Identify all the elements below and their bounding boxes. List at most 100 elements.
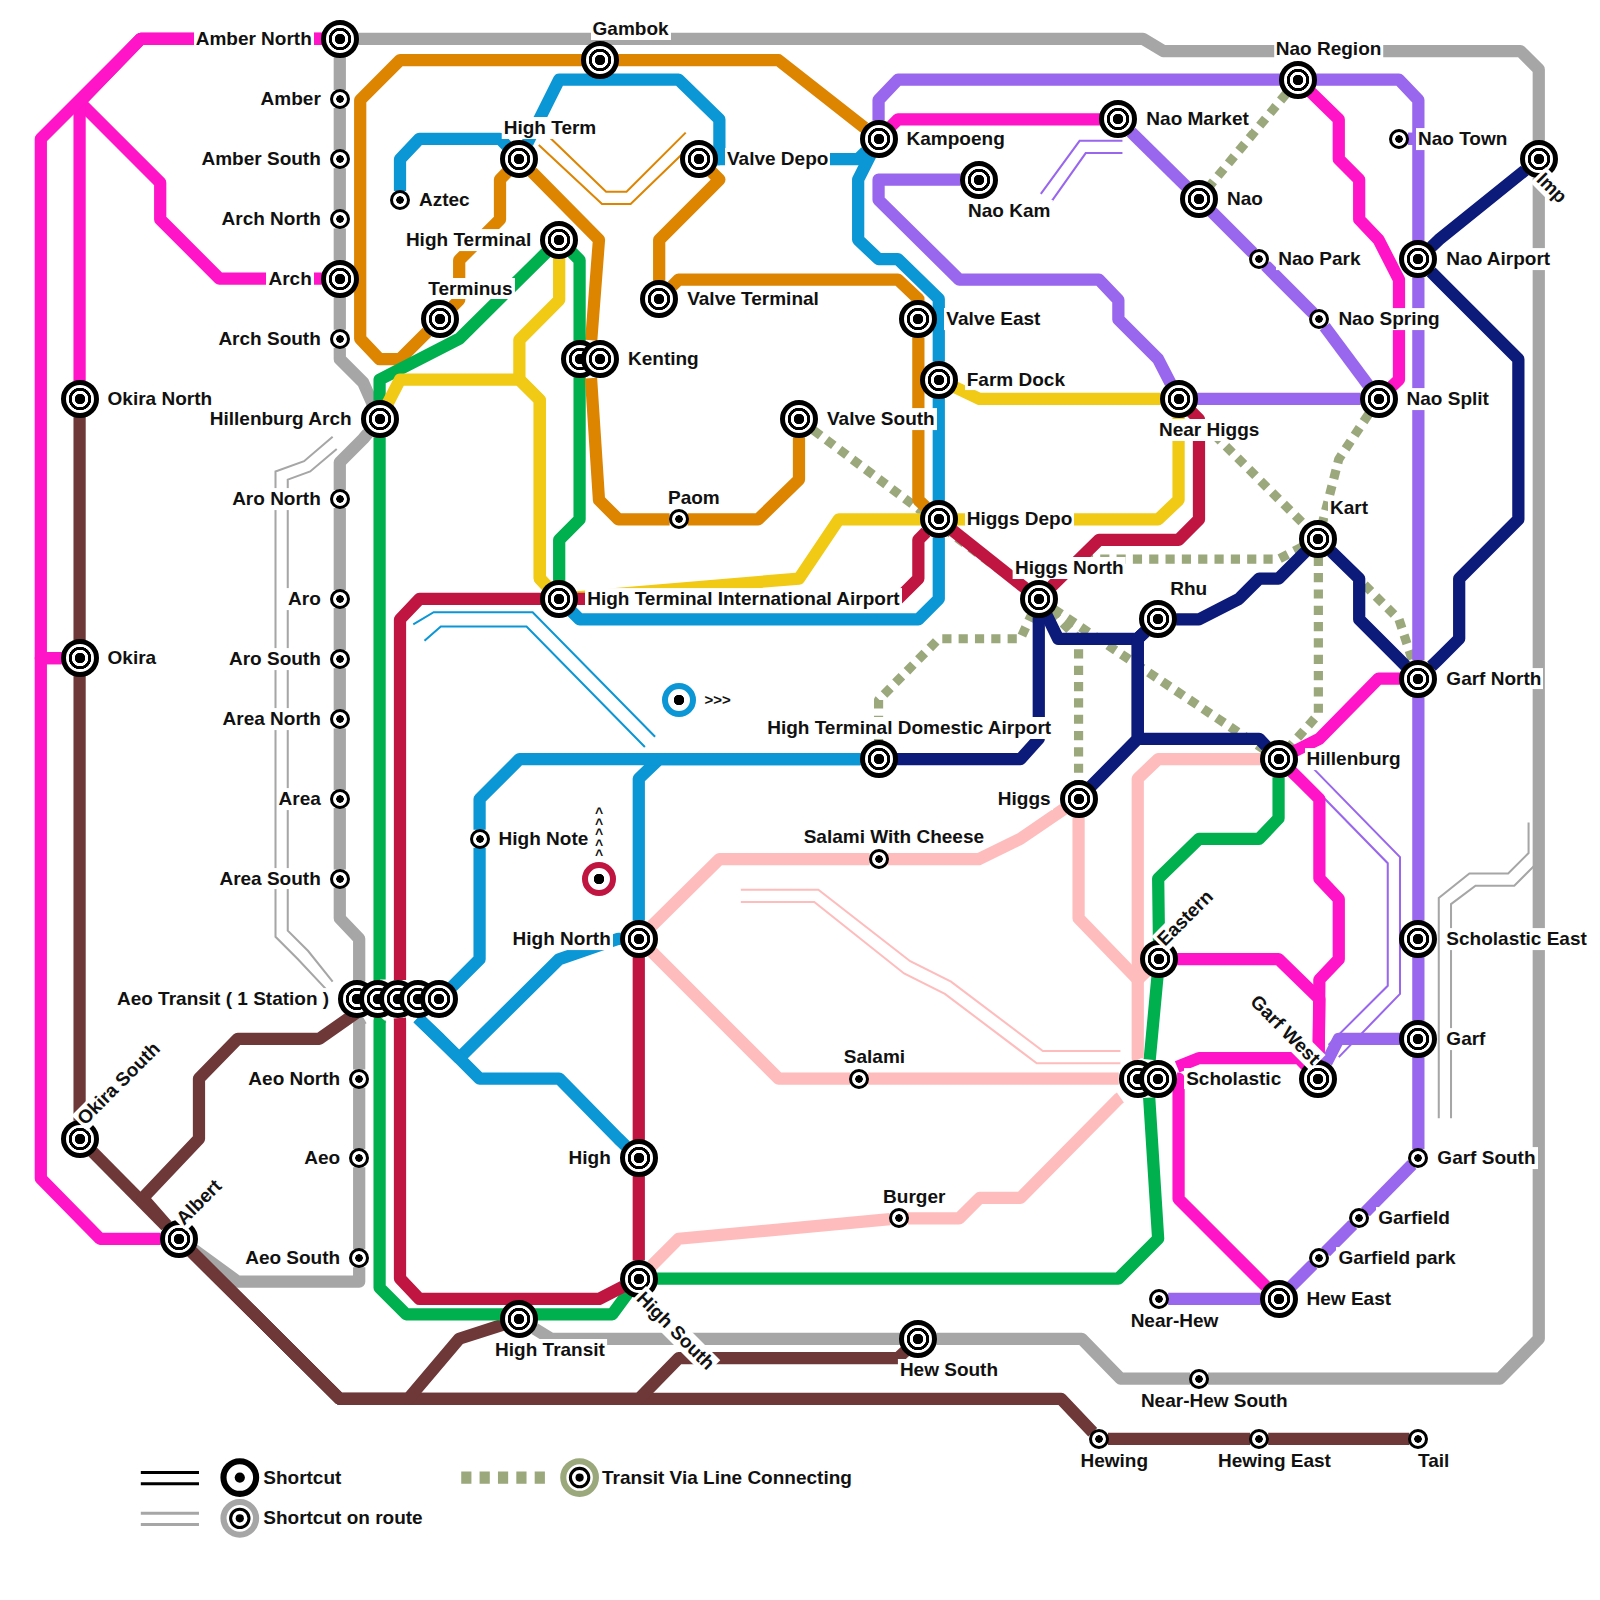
station: Valve East [899,300,937,338]
shortcut-line [741,902,1121,1063]
station-ring [581,41,619,79]
station-ring [61,380,99,418]
station-ring [330,789,350,809]
station-ring [540,221,578,259]
station-ring [321,260,359,298]
route-line [1177,1079,1266,1287]
station-ring [1360,380,1398,418]
station-name: Hillenburg Arch [208,408,354,430]
station-name: Scholastic East [1444,928,1588,950]
legend-sample-ring [223,1461,256,1494]
legend-sample-ring [563,1461,596,1494]
route-line [1412,1057,1424,1149]
shortcut-line [741,890,1121,1051]
station: Aztec [390,190,410,210]
station: ^^^^^ [582,862,616,896]
station: Higgs [1060,780,1098,818]
station-ring [1249,249,1269,269]
route-line [652,859,870,926]
station: Aeo [349,1148,369,1168]
station-ring [470,829,490,849]
station-name: Aeo [302,1147,342,1169]
route-line [1291,1264,1313,1286]
station-name: Okira South [72,1037,166,1131]
station-name: Garfield park [1336,1247,1457,1269]
station-ring [330,589,350,609]
station: Aro South [330,649,350,669]
station-name: Nao Kam [966,200,1052,222]
station-ring [540,580,578,618]
station-name: Hew South [898,1359,1000,1381]
station-ring [500,1300,538,1338]
station-name: Near Higgs [1157,419,1261,441]
route-line [1325,327,1368,385]
station-name: Nao Market [1144,108,1250,130]
legend-sample-ring [570,1468,588,1486]
station-ring [780,400,818,438]
station-ring [1089,1429,1109,1449]
station-ring [1408,1429,1428,1449]
station: Higgs North [1020,580,1058,618]
station-ring [960,161,998,199]
station: Nao Split [1360,380,1398,418]
station-name: Okira [106,647,159,669]
station: Burger [889,1208,909,1228]
route-line [891,119,1100,126]
station-name: Area [277,788,323,810]
station: Hillenburg Arch [361,400,399,438]
station: Okira [61,639,99,677]
route-line [535,1329,901,1339]
station-ring [390,190,410,210]
station: Garfield park [1309,1248,1329,1268]
station: Rhu [1139,600,1177,638]
transit-link [1291,557,1319,746]
station: Valve South [780,400,818,438]
route-line [359,1018,363,1070]
route-line [1327,1039,1401,1063]
station: Aro [330,589,350,609]
station-ring [349,1148,369,1168]
route-line [868,1072,1119,1084]
route-line [353,1088,365,1150]
station: Nao Town [1389,129,1409,149]
station-ring [920,361,958,399]
station: High [620,1139,658,1177]
station: High Terminal Domestic Airport [860,740,898,778]
station-ring [1299,520,1337,558]
route-line [380,1018,628,1314]
route-line [1268,1433,1409,1445]
route-line [340,348,372,403]
station: Valve Depo [680,140,718,178]
station-name: Burger [881,1186,947,1208]
station: Okira South [61,1120,99,1158]
route-line [1131,132,1186,186]
route-line [440,848,480,999]
route-line [591,378,670,519]
route-line [1311,92,1399,386]
station: Garf [1399,1020,1437,1058]
station-ring [500,140,538,178]
station-name: Paom [666,487,722,509]
route-line [651,951,850,1078]
station-ring [899,300,937,338]
station-name: High Terminal [404,229,533,251]
station-name: Amber North [194,28,314,50]
station-ring [1399,660,1437,698]
route-line [1212,212,1253,253]
route-line [1431,170,1524,246]
station-name: Garf [1444,1028,1487,1050]
station-name: Okira North [106,388,215,410]
station: Kampoeng [860,120,898,158]
station-ring [860,740,898,778]
station: Aeo North [349,1069,369,1089]
station-name: Near-Hew [1129,1310,1221,1332]
station-ring [662,683,696,717]
route-line [1412,697,1424,921]
station-ring [1139,600,1177,638]
station: Nao Region [1279,61,1317,99]
transit-link [1210,93,1286,185]
station-name: Valve Depo [725,148,830,170]
station-name: High [567,1147,613,1169]
station: High Term [500,140,538,178]
